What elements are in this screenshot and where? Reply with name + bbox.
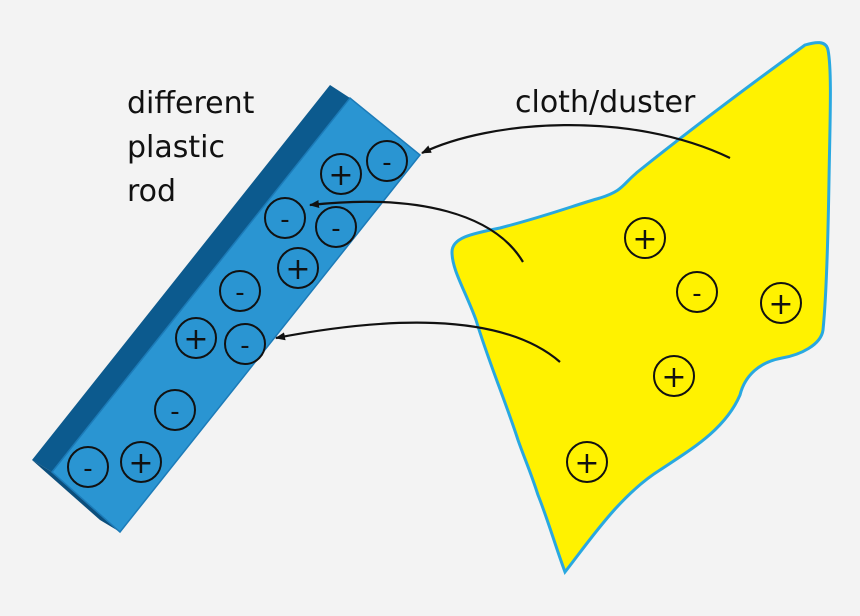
- rod-charge-positive: +: [320, 153, 362, 195]
- rod-charge-negative: -: [366, 140, 408, 182]
- transfer-arrow-1: [421, 124, 731, 159]
- svg-text:+: +: [285, 252, 310, 287]
- svg-text:-: -: [692, 279, 701, 309]
- rod-end-face: [32, 460, 120, 532]
- rod-charge-negative: -: [315, 206, 357, 248]
- transfer-arrow-2: [309, 200, 524, 263]
- cloth-label: cloth/duster: [515, 85, 696, 120]
- rod-charge-negative: -: [154, 389, 196, 431]
- svg-text:-: -: [382, 148, 391, 178]
- rod-front-face: [50, 96, 422, 534]
- svg-text:+: +: [328, 158, 353, 193]
- cloth-charge-positive: +: [566, 441, 608, 483]
- rod-charge-negative: -: [67, 446, 109, 488]
- svg-text:-: -: [331, 214, 340, 244]
- rod-side-face: [32, 85, 350, 472]
- svg-text:-: -: [240, 331, 249, 361]
- rod-charge-negative: -: [219, 270, 261, 312]
- cloth-charge-negative: -: [676, 271, 718, 313]
- svg-text:+: +: [768, 287, 793, 322]
- cloth-charge-positive: +: [653, 355, 695, 397]
- svg-text:+: +: [183, 322, 208, 357]
- rod-charge-positive: +: [277, 247, 319, 289]
- svg-text:-: -: [235, 278, 244, 308]
- svg-text:-: -: [280, 205, 289, 235]
- rod-charge-negative: -: [264, 197, 306, 239]
- rod-charge-negative: -: [224, 323, 266, 365]
- transfer-arrow-3: [275, 321, 561, 363]
- rod-charge-positive: +: [120, 441, 162, 483]
- svg-text:+: +: [632, 222, 657, 257]
- svg-text:-: -: [83, 454, 92, 484]
- rod-charge-positive: +: [175, 317, 217, 359]
- cloth-shape: [450, 41, 832, 576]
- rod-label-line1: different: [127, 86, 255, 121]
- cloth-charge-positive: +: [624, 217, 666, 259]
- svg-text:+: +: [574, 446, 599, 481]
- rod-label-line2: plastic: [127, 130, 225, 165]
- svg-text:+: +: [661, 360, 686, 395]
- svg-text:-: -: [170, 397, 179, 427]
- rod-label-line3: rod: [127, 174, 176, 209]
- svg-text:+: +: [128, 446, 153, 481]
- cloth-charge-positive: +: [760, 282, 802, 324]
